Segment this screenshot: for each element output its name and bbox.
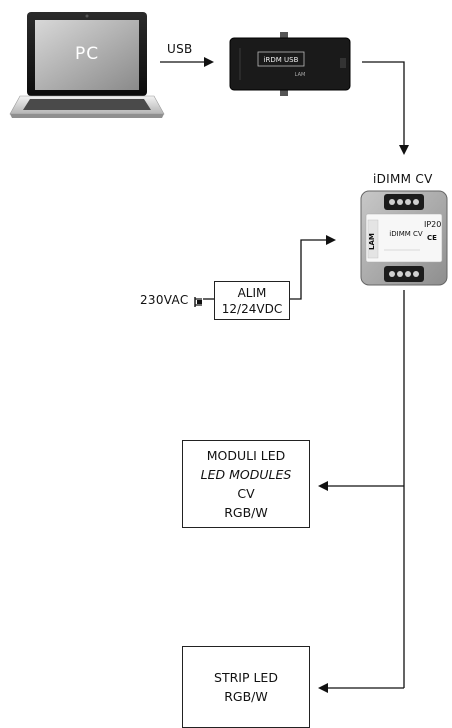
plug-icon bbox=[193, 293, 205, 307]
laptop-icon bbox=[9, 12, 165, 118]
power-supply-line1: ALIM bbox=[237, 285, 267, 300]
led-modules-line2: LED MODULES bbox=[200, 467, 292, 482]
controller-device: iDIMM CV IP20 CE LAM bbox=[360, 190, 448, 286]
controller-brand: LAM bbox=[368, 233, 376, 250]
usb-interface-device: iRDM USB LAM bbox=[228, 32, 352, 96]
strip-led-box: STRIP LED RGB/W bbox=[182, 646, 310, 728]
controller-title: iDIMM CV bbox=[373, 172, 433, 186]
power-supply-line2: 12/24VDC bbox=[221, 301, 283, 316]
usb-interface-icon bbox=[229, 32, 351, 96]
led-modules-line3: CV bbox=[237, 486, 255, 501]
controller-ip-rating: IP20 bbox=[424, 220, 442, 229]
laptop-pc: PC bbox=[6, 10, 166, 122]
controller-ce-mark: CE bbox=[427, 234, 437, 242]
laptop-screen-text: PC bbox=[74, 44, 100, 64]
led-modules-box: MODULI LED LED MODULES CV RGB/W bbox=[182, 440, 310, 528]
power-supply-box: ALIM 12/24VDC bbox=[214, 281, 290, 320]
controller-front-label: iDIMM CV bbox=[389, 230, 423, 238]
usb-interface-label: iRDM USB bbox=[263, 56, 299, 64]
usb-interface-brand: LAM bbox=[294, 72, 306, 78]
controller-icon bbox=[360, 190, 448, 286]
power-line-to-controller bbox=[290, 235, 336, 300]
strip-led-line2: RGB/W bbox=[224, 689, 268, 704]
bus-line-to-controller bbox=[362, 61, 409, 155]
usb-label: USB bbox=[167, 42, 193, 56]
strip-led-line1: STRIP LED bbox=[214, 670, 278, 685]
led-modules-line1: MODULI LED bbox=[206, 448, 286, 463]
led-modules-line4: RGB/W bbox=[224, 505, 268, 520]
mains-label: 230VAC bbox=[140, 293, 189, 307]
